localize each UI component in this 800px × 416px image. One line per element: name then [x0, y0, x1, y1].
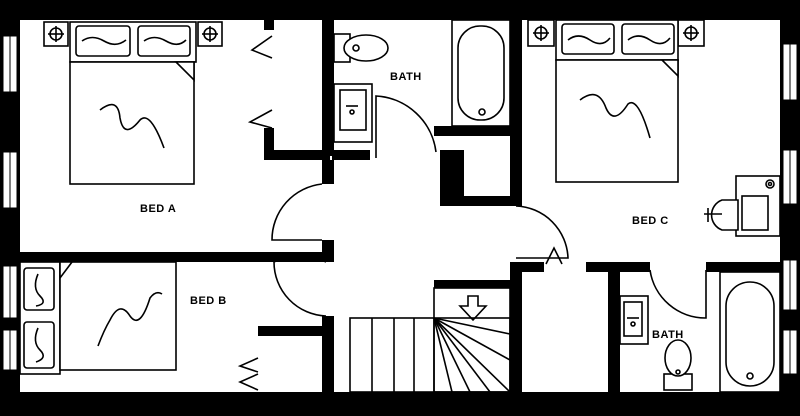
down-arrow-icon [458, 295, 488, 322]
desk-icon [735, 175, 781, 237]
room-label-bed-b: BED B [190, 295, 227, 307]
staircase [349, 287, 511, 393]
bed-a-furniture [43, 21, 223, 185]
toilet-icon [333, 33, 389, 63]
sink-icon [619, 295, 649, 345]
room-label-bed-a: BED A [140, 203, 176, 215]
room-label-bath: BATH [390, 71, 422, 83]
bathtub-icon [719, 271, 781, 393]
room-label-ensuite-bath: BATH [652, 329, 684, 341]
bathtub-icon [451, 19, 511, 127]
windows [2, 35, 798, 375]
bed-icon [19, 261, 177, 375]
ensuite-bath-fixtures [619, 271, 781, 393]
bed-icon [555, 19, 679, 183]
chair-icon [704, 199, 739, 231]
toilet-icon [663, 339, 693, 391]
bed-c-furniture [527, 19, 781, 237]
interior-walls [20, 20, 782, 396]
main-bath-fixtures [333, 19, 511, 143]
bed-icon [69, 21, 197, 185]
doors [237, 35, 707, 391]
sink-icon [333, 83, 373, 143]
room-label-bed-c: BED C [632, 215, 669, 227]
bed-b-furniture [19, 261, 177, 375]
